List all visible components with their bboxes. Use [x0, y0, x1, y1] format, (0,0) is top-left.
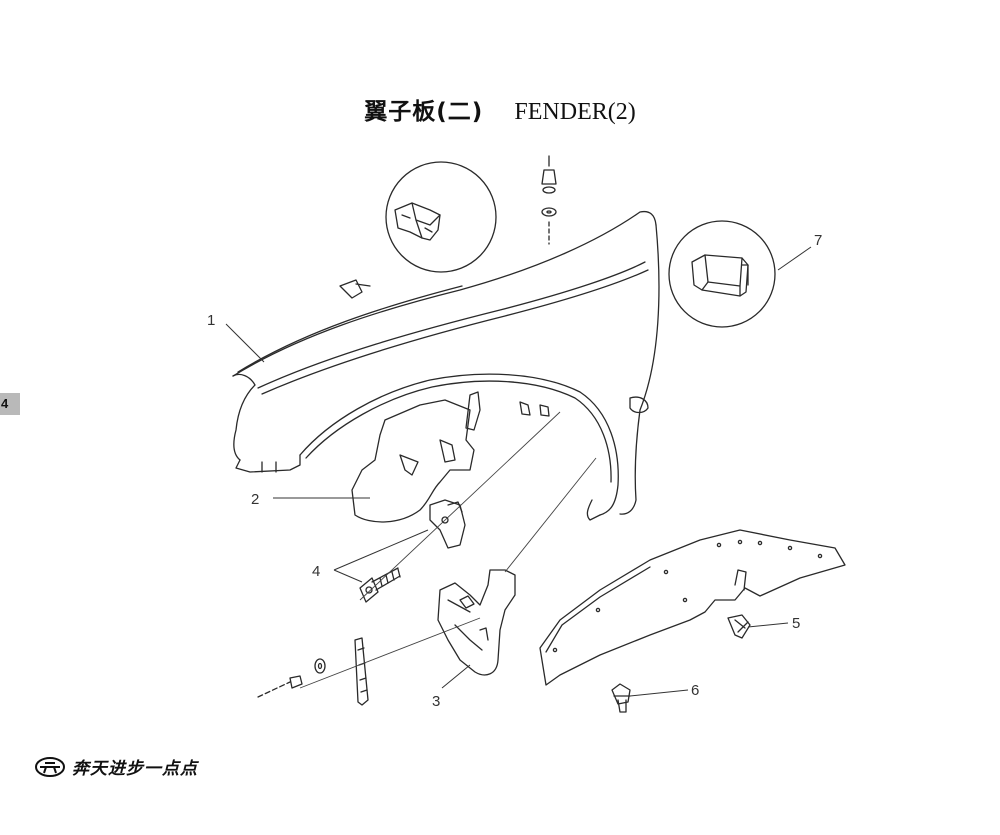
arch-bracket — [429, 499, 466, 549]
title-chinese: 翼子板(二) — [364, 99, 484, 125]
washer-alignment-line — [299, 617, 481, 689]
mud-flap-part — [437, 569, 516, 676]
detail-circle-clip — [385, 161, 497, 273]
callout-1-leader — [225, 323, 265, 363]
callout-4-label: 4 — [312, 563, 320, 580]
inner-liner-part — [351, 399, 475, 523]
callout-5-leader — [747, 622, 789, 628]
brand-slogan: 奔天进步一点点 — [72, 759, 198, 779]
push-clip-part — [727, 614, 751, 639]
callout-7-label: 7 — [814, 232, 822, 249]
top-bolt-part — [541, 155, 557, 245]
fastener-part — [611, 683, 631, 713]
callout-6-leader — [629, 689, 689, 697]
callout-2-label: 2 — [251, 491, 259, 508]
lower-left-hardware — [257, 637, 369, 706]
screw-part — [359, 567, 401, 603]
screw-alignment-line — [359, 411, 561, 601]
brand-logo-icon — [35, 756, 65, 777]
diagram-title: 翼子板(二) FENDER(2) — [0, 92, 1000, 126]
detail-circle-bracket — [668, 220, 776, 328]
splash-shield-part — [539, 529, 846, 686]
fender-part — [232, 210, 660, 521]
callout-3-label: 3 — [432, 693, 440, 710]
brand-footer: 奔天进步一点点 — [34, 754, 198, 779]
callout-1-label: 1 — [207, 312, 215, 329]
callout-7-leader — [777, 246, 812, 271]
callout-6-label: 6 — [691, 682, 699, 699]
page-number-tab: 4 — [0, 393, 20, 415]
title-english: FENDER(2) — [514, 99, 636, 125]
callout-4-leader-b — [333, 569, 363, 583]
flap-alignment-line — [504, 457, 597, 573]
callout-4-leader-a — [333, 529, 429, 571]
callout-3-leader — [441, 664, 471, 689]
callout-5-label: 5 — [792, 615, 800, 632]
edge-clip-part — [339, 279, 371, 299]
